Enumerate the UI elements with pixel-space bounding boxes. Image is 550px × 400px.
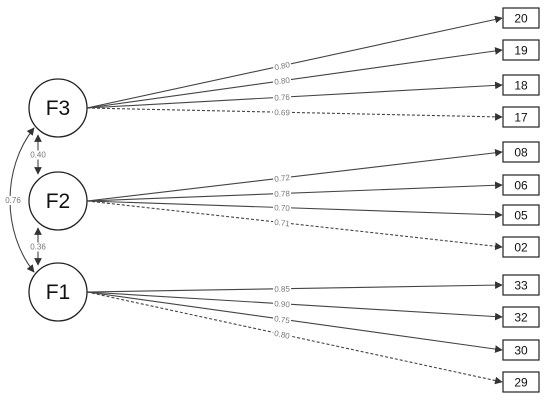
loading-path-32	[86, 291, 503, 321]
loading-value-20: 0.80	[274, 60, 292, 72]
edges-layer: 0.80 0.80 0.76 0.69 0.72 0.78 0.70 0.71 0.85 0.90…	[4, 15, 503, 385]
item-label-17: 17	[514, 111, 528, 125]
loading-label-bg	[272, 327, 292, 341]
loading-label-group-29: 0.80	[272, 327, 292, 341]
loading-label-bg	[272, 172, 292, 184]
item-box-18	[502, 74, 540, 96]
loading-path-18	[86, 81, 503, 109]
factor-node-F3	[28, 78, 88, 138]
item-label-29: 29	[514, 376, 528, 390]
item-label-30: 30	[514, 344, 528, 358]
loading-path-19	[86, 47, 503, 109]
loading-value-06: 0.78	[274, 189, 290, 199]
loading-label-bg	[272, 107, 292, 117]
loading-path-20	[86, 15, 503, 109]
factor-label-F3: F3	[46, 97, 71, 120]
correlation-label-bg	[29, 242, 47, 252]
loading-label-group-02: 0.71	[272, 217, 292, 229]
factor-node-F2	[28, 171, 88, 231]
loading-label-group-33: 0.85	[272, 284, 292, 294]
loading-label-group-08: 0.72	[272, 172, 292, 184]
loading-label-bg	[272, 59, 292, 73]
item-box-17	[502, 106, 540, 128]
loading-path-02	[86, 200, 503, 251]
loading-path-30	[86, 291, 503, 353]
loading-value-29: 0.80	[273, 329, 291, 341]
loading-value-19: 0.80	[274, 76, 291, 87]
item-label-02: 02	[514, 241, 528, 255]
correlation-value-F3-F1: 0.76	[5, 196, 21, 205]
factor-label-F1: F1	[46, 281, 71, 304]
item-box-33	[502, 274, 540, 296]
loading-path-29	[86, 291, 503, 385]
item-box-02	[502, 236, 540, 258]
loading-label-bg	[272, 92, 292, 103]
item-box-19	[502, 39, 540, 61]
loading-value-17: 0.69	[274, 108, 290, 117]
item-box-06	[502, 174, 540, 196]
item-label-19: 19	[514, 44, 528, 58]
loading-label-bg	[272, 217, 292, 229]
correlation-value-F3-F2: 0.40	[30, 151, 46, 160]
item-label-18: 18	[514, 79, 528, 93]
loading-path-17	[86, 107, 503, 121]
item-box-30	[502, 339, 540, 361]
item-label-20: 20	[514, 12, 528, 26]
loading-value-05: 0.70	[274, 203, 290, 213]
item-label-08: 08	[514, 146, 528, 160]
factor-label-F2: F2	[46, 190, 71, 213]
correlation-label-bg	[4, 196, 22, 205]
item-box-05	[502, 204, 540, 226]
correlation-label-bg	[29, 150, 47, 160]
loading-value-32: 0.90	[274, 299, 291, 309]
item-box-29	[502, 371, 540, 393]
loading-label-bg	[272, 298, 292, 309]
correlation-value-F2-F1: 0.36	[30, 243, 46, 252]
loading-value-08: 0.72	[274, 173, 291, 184]
loading-label-bg	[272, 75, 292, 87]
loading-label-group-18: 0.76	[272, 92, 292, 103]
loading-label-group-05: 0.70	[272, 202, 292, 213]
loading-path-08	[86, 148, 503, 202]
loading-value-30: 0.75	[274, 314, 291, 325]
loading-label-group-19: 0.80	[272, 75, 292, 87]
factor-node-F1	[28, 262, 88, 322]
loading-label-bg	[272, 284, 292, 294]
loading-label-bg	[272, 313, 292, 325]
loading-path-06	[86, 181, 503, 202]
loading-label-group-32: 0.90	[272, 298, 292, 309]
item-label-05: 05	[514, 209, 528, 223]
loading-label-group-20: 0.80	[272, 59, 292, 72]
item-label-06: 06	[514, 179, 528, 193]
item-box-20	[502, 7, 540, 29]
loading-label-group-17: 0.69	[272, 107, 292, 117]
item-box-32	[502, 306, 540, 328]
loading-label-bg	[272, 188, 292, 199]
loading-label-group-30: 0.75	[272, 313, 292, 325]
loading-path-05	[86, 200, 503, 219]
loading-label-group-06: 0.78	[272, 188, 292, 199]
loading-path-33	[86, 281, 503, 293]
item-box-08	[502, 141, 540, 163]
item-label-32: 32	[514, 311, 528, 325]
item-label-33: 33	[514, 279, 528, 293]
loading-label-bg	[272, 202, 292, 213]
loading-value-33: 0.85	[274, 285, 290, 294]
loading-value-18: 0.76	[274, 93, 291, 103]
loading-value-02: 0.71	[274, 218, 291, 229]
